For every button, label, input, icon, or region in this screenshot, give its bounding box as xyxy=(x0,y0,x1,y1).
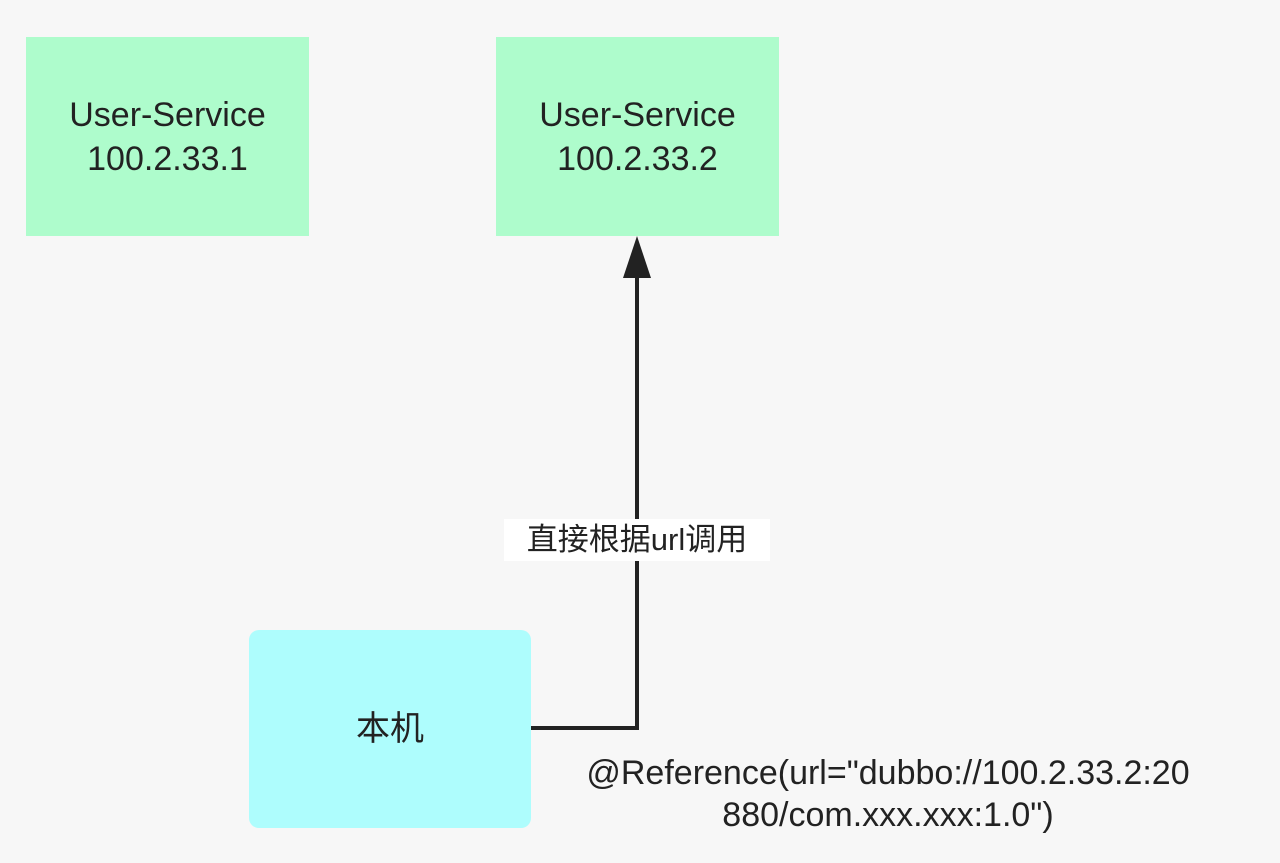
annotation-line-2: 880/com.xxx.xxx:1.0") xyxy=(722,796,1054,834)
local-machine-node: 本机 xyxy=(249,630,531,828)
user-service-node-2: User-Service 100.2.33.2 xyxy=(496,37,779,236)
connector-line xyxy=(531,276,639,730)
reference-annotation: @Reference(url="dubbo://100.2.33.2:20 88… xyxy=(540,752,1236,836)
node-1-ip: 100.2.33.1 xyxy=(87,139,248,178)
edge-label: 直接根据url调用 xyxy=(504,519,770,561)
arrow-head-icon xyxy=(623,236,651,278)
node-1-name: User-Service xyxy=(69,95,266,134)
local-machine-label: 本机 xyxy=(356,710,424,748)
user-service-node-1: User-Service 100.2.33.1 xyxy=(26,37,309,236)
node-2-ip: 100.2.33.2 xyxy=(557,139,718,178)
annotation-line-1: @Reference(url="dubbo://100.2.33.2:20 xyxy=(586,754,1190,792)
node-2-name: User-Service xyxy=(539,95,736,134)
